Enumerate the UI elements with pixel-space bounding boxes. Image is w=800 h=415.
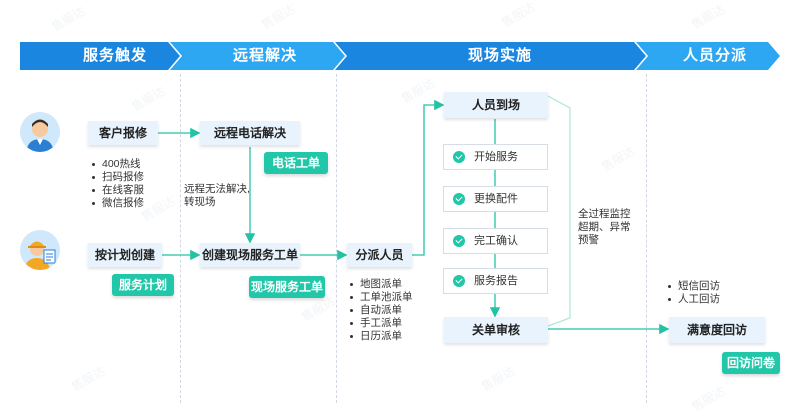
note-line: 全过程监控 — [578, 208, 631, 220]
check-icon — [453, 193, 465, 205]
list-item: 短信回访 — [668, 280, 720, 293]
note-line: 超期、异常 — [578, 221, 631, 233]
list-item: 微信报修 — [92, 197, 144, 210]
onsite-step-label: 更换配件 — [474, 193, 518, 205]
onsite-step-label: 开始服务 — [474, 151, 518, 163]
onsite-step: 服务报告 — [443, 268, 548, 294]
onsite-step-label: 完工确认 — [474, 235, 518, 247]
list-item: 自动派单 — [350, 304, 413, 317]
node-create-onsite-order: 创建现场服务工单 — [200, 243, 300, 267]
tag-phone-order: 电话工单 — [264, 152, 328, 174]
note-remote-fail: 远程无法解决, 转现场 — [184, 183, 250, 209]
column-divider — [180, 74, 181, 403]
tag-plan-service: 服务计划 — [112, 274, 174, 296]
node-satisfaction-visit: 满意度回访 — [669, 317, 765, 343]
column-divider — [336, 74, 337, 403]
column-divider — [646, 74, 647, 403]
dispatch-method-list: 地图派单 工单池派单 自动派单 手工派单 日历派单 — [350, 278, 413, 343]
list-item: 工单池派单 — [350, 291, 413, 304]
stage-chevron-1 — [20, 42, 180, 70]
list-item: 日历派单 — [350, 330, 413, 343]
node-plan-create: 按计划创建 — [88, 243, 162, 267]
onsite-step: 完工确认 — [443, 228, 548, 254]
node-assign-staff: 分派人员 — [347, 243, 412, 267]
engineer-avatar-icon — [20, 230, 60, 270]
stage-label-dispatch: 人员分派 — [682, 47, 747, 64]
node-remote-phone: 远程电话解决 — [200, 121, 300, 145]
onsite-step-label: 服务报告 — [474, 275, 518, 287]
check-icon — [453, 151, 465, 163]
node-close-review: 关单审核 — [444, 317, 548, 343]
monitor-bracket — [547, 95, 571, 327]
node-customer-report: 客户报修 — [88, 121, 158, 145]
stage-label-onsite: 现场实施 — [467, 47, 532, 64]
visit-method-list: 短信回访 人工回访 — [668, 280, 720, 306]
list-item: 400热线 — [92, 158, 144, 171]
list-item: 手工派单 — [350, 317, 413, 330]
report-channel-list: 400热线 扫码报修 在线客服 微信报修 — [92, 158, 144, 210]
list-item: 人工回访 — [668, 293, 720, 306]
onsite-step: 开始服务 — [443, 144, 548, 170]
note-line: 远程无法解决, — [184, 183, 250, 195]
tag-visit-survey: 回访问卷 — [722, 352, 780, 374]
stage-label-trigger: 服务触发 — [82, 47, 147, 64]
list-item: 扫码报修 — [92, 171, 144, 184]
node-staff-arrive: 人员到场 — [444, 92, 548, 118]
note-line: 预警 — [578, 234, 599, 246]
stage-chevron-3 — [335, 42, 646, 70]
note-monitor: 全过程监控 超期、异常 预警 — [578, 208, 631, 247]
list-item: 在线客服 — [92, 184, 144, 197]
onsite-step: 更换配件 — [443, 186, 548, 212]
check-icon — [453, 235, 465, 247]
note-line: 转现场 — [184, 196, 216, 208]
stage-banner — [20, 42, 780, 70]
customer-avatar-icon — [20, 112, 60, 152]
list-item: 地图派单 — [350, 278, 413, 291]
stage-label-remote: 远程解决 — [232, 47, 297, 64]
tag-onsite-order: 现场服务工单 — [249, 276, 325, 298]
check-icon — [453, 275, 465, 287]
arrow-assign-to-arrive — [412, 99, 445, 256]
stage-chevron-2 — [170, 42, 345, 70]
stage-chevron-4 — [636, 42, 780, 70]
